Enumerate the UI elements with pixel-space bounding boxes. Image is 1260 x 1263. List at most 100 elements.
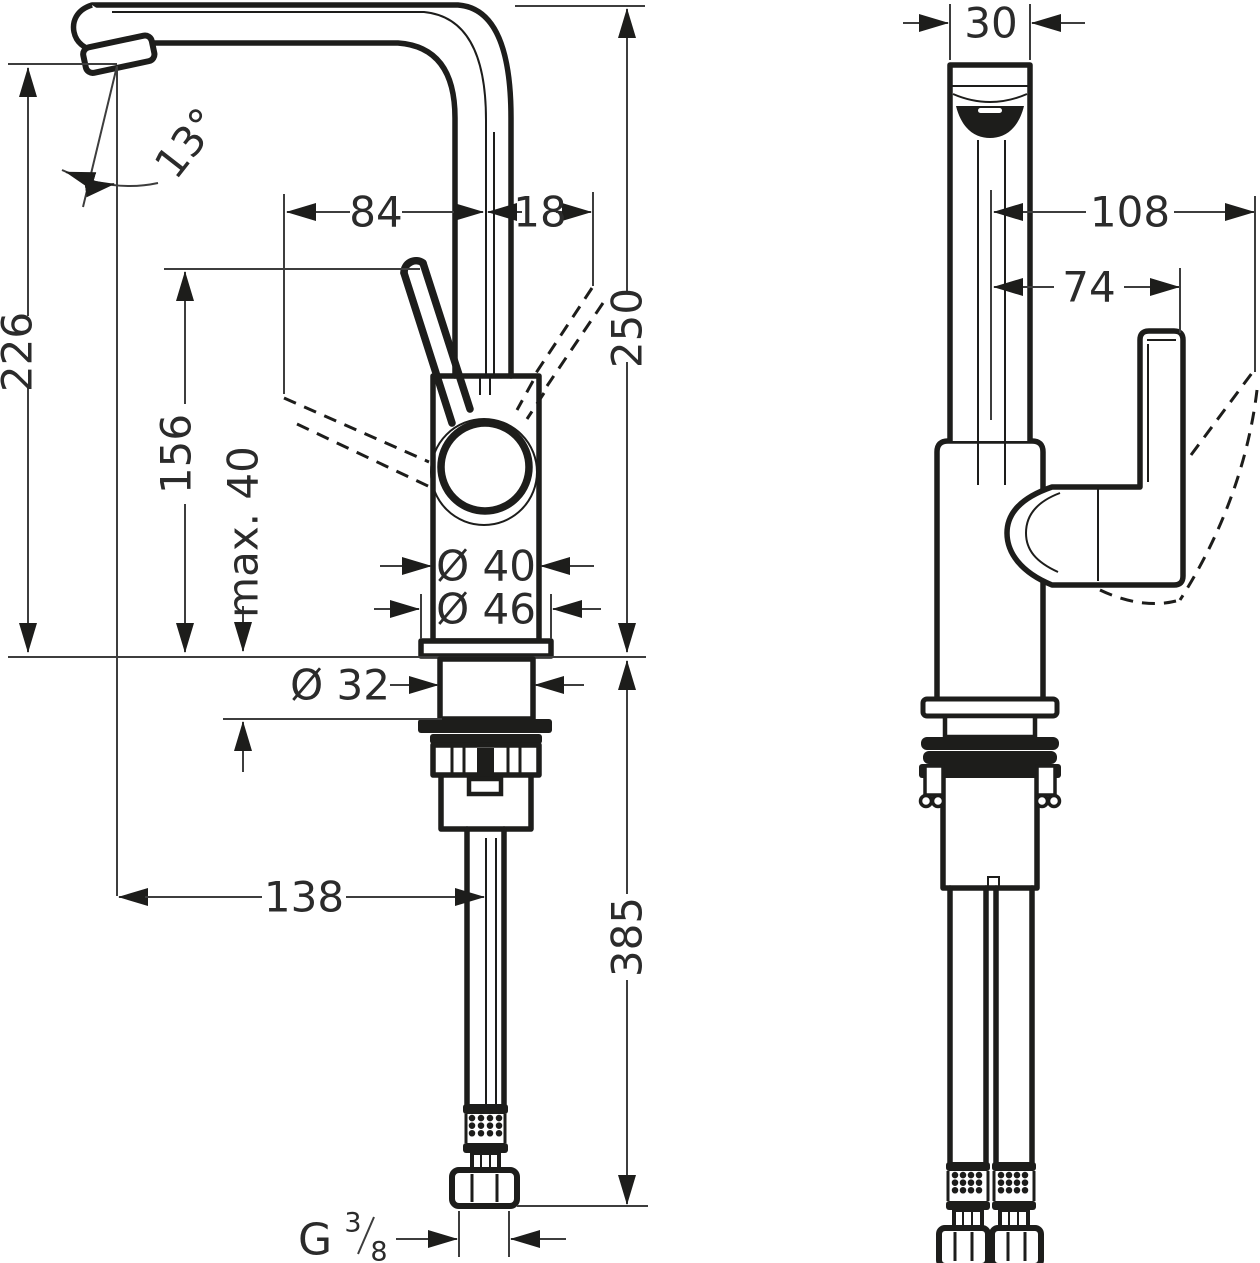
spout-swivel-dashed bbox=[283, 287, 605, 489]
dim-label-below-deck-length: 385 bbox=[603, 897, 652, 977]
dashed-line bbox=[525, 392, 546, 420]
supply-hoses bbox=[947, 885, 1035, 1165]
hook bbox=[918, 793, 934, 809]
escutcheon-circle bbox=[430, 418, 538, 526]
dim-handle-reach-108: 108 bbox=[990, 188, 1256, 420]
fixing-hooks bbox=[918, 793, 1062, 809]
nut-facets bbox=[953, 1232, 974, 1261]
dim-label-spout-reach: 84 bbox=[349, 188, 402, 237]
handle-base-arc bbox=[1024, 492, 1061, 573]
hose-collar-right bbox=[992, 1162, 1036, 1171]
dim-below-deck-length-385: 385 bbox=[517, 660, 652, 1207]
dim-label-height-above-deck: 250 bbox=[603, 288, 652, 368]
dim-shank-diameter-32: Ø 32 bbox=[290, 661, 584, 710]
spout-wall-line bbox=[112, 11, 487, 376]
mounting-nut-band bbox=[919, 764, 1061, 778]
hose-band-right bbox=[992, 1201, 1036, 1210]
dim-base-diameter-46: Ø 46 bbox=[374, 585, 601, 639]
hose-band-left bbox=[946, 1201, 990, 1210]
dim-handle-offset-74: 74 bbox=[993, 263, 1181, 333]
column-arc-line bbox=[952, 93, 1028, 103]
supply-pipe-seams bbox=[485, 838, 497, 1104]
aerator-highlight bbox=[978, 108, 1002, 113]
dim-label-spout-offset: 18 bbox=[513, 188, 566, 237]
dashed-line bbox=[1178, 389, 1259, 601]
braided-hose bbox=[468, 1114, 503, 1144]
hose-band bbox=[463, 1143, 508, 1153]
lever-hub-circle bbox=[437, 419, 533, 515]
dim-label-handle-reach: 108 bbox=[1090, 188, 1170, 237]
dim-spout-reach-84: 84 bbox=[283, 188, 484, 394]
side-view-drawing: 226 13° 84 18 bbox=[0, 2, 652, 1263]
nut-center-slot bbox=[477, 748, 494, 775]
hook bbox=[1046, 793, 1062, 809]
spout-arm-inner bbox=[147, 40, 458, 379]
hose-nut-left bbox=[936, 1225, 991, 1263]
base-flange bbox=[418, 638, 554, 659]
seal-ring bbox=[430, 734, 542, 744]
connector-nut-facets bbox=[470, 1174, 499, 1202]
dim-label-handle-offset: 74 bbox=[1062, 263, 1115, 312]
dashed-line bbox=[545, 302, 605, 387]
extension-line bbox=[458, 1211, 510, 1257]
braid-edges bbox=[464, 1114, 507, 1143]
handle-knob-lines bbox=[1147, 339, 1176, 482]
hose-collar-left bbox=[946, 1162, 990, 1171]
dim-label-hose-center-offset: 138 bbox=[264, 873, 344, 922]
dim-spout-angle-13: 13° bbox=[61, 65, 229, 896]
braided-hose-right bbox=[997, 1171, 1029, 1201]
dim-hose-center-offset-138: 138 bbox=[118, 873, 485, 922]
dim-label-base-diameter: Ø 46 bbox=[436, 585, 536, 634]
hose-connector-nut bbox=[449, 1167, 520, 1209]
spout-arm-outer bbox=[89, 2, 514, 379]
dim-label-max-deck-thickness: max. 40 bbox=[219, 446, 268, 618]
handle-front bbox=[1004, 328, 1186, 588]
dim-label-overall-height: 226 bbox=[0, 312, 42, 392]
front-view-drawing: 30 108 74 bbox=[903, 0, 1259, 1263]
extension-line bbox=[949, 4, 1031, 60]
nut-leg-right bbox=[1035, 764, 1057, 797]
aerator-front bbox=[956, 106, 1024, 138]
base-plate-front bbox=[920, 696, 1060, 719]
dim-label-shank-diameter: Ø 32 bbox=[290, 661, 390, 710]
mounting-washer bbox=[418, 719, 552, 733]
o-ring-1 bbox=[921, 737, 1059, 750]
dashed-line bbox=[515, 380, 535, 411]
dim-spout-offset-18: 18 bbox=[487, 188, 594, 286]
handle-swivel-dashed bbox=[1099, 372, 1259, 605]
lever-edge-outer bbox=[400, 269, 456, 427]
dashed-line bbox=[296, 422, 431, 489]
block-notch bbox=[987, 876, 1000, 888]
dim-label-thread-prefix: G bbox=[298, 1214, 332, 1263]
dim-max-deck-thickness-40: max. 40 bbox=[219, 446, 442, 772]
hose-clip bbox=[466, 776, 504, 797]
column-inner-walls bbox=[977, 140, 1006, 485]
dim-label-spout-width: 30 bbox=[964, 0, 1017, 48]
dim-label-lever-height: 156 bbox=[152, 414, 201, 494]
dim-label-thread-denominator: 8 bbox=[370, 1236, 387, 1263]
braid-edges-front bbox=[946, 1171, 1036, 1201]
dim-lever-height-156: 156 bbox=[152, 268, 420, 653]
dashed-line bbox=[1189, 372, 1254, 456]
arrowhead bbox=[83, 179, 115, 198]
dim-body-diameter-40: Ø 40 bbox=[380, 542, 594, 591]
dim-label-thread-numerator: 3 bbox=[344, 1207, 361, 1238]
hose-nut-right bbox=[989, 1225, 1044, 1263]
dashed-line bbox=[534, 287, 594, 374]
shank-front bbox=[942, 713, 1038, 740]
dim-label-body-diameter: Ø 40 bbox=[436, 542, 536, 591]
connection-block-front bbox=[940, 767, 1040, 891]
dim-overall-height-226: 226 bbox=[0, 63, 117, 653]
braided-hose-left bbox=[951, 1171, 983, 1201]
hose-collar bbox=[463, 1104, 508, 1114]
supply-pipe bbox=[464, 826, 507, 1107]
dashed-line bbox=[1099, 588, 1177, 605]
nut-slots bbox=[450, 747, 522, 773]
nut-facets bbox=[1006, 1232, 1027, 1261]
dashed-line bbox=[283, 396, 430, 464]
extension-line bbox=[420, 594, 552, 639]
nut-leg-left bbox=[923, 764, 945, 797]
o-ring-2 bbox=[923, 751, 1057, 764]
